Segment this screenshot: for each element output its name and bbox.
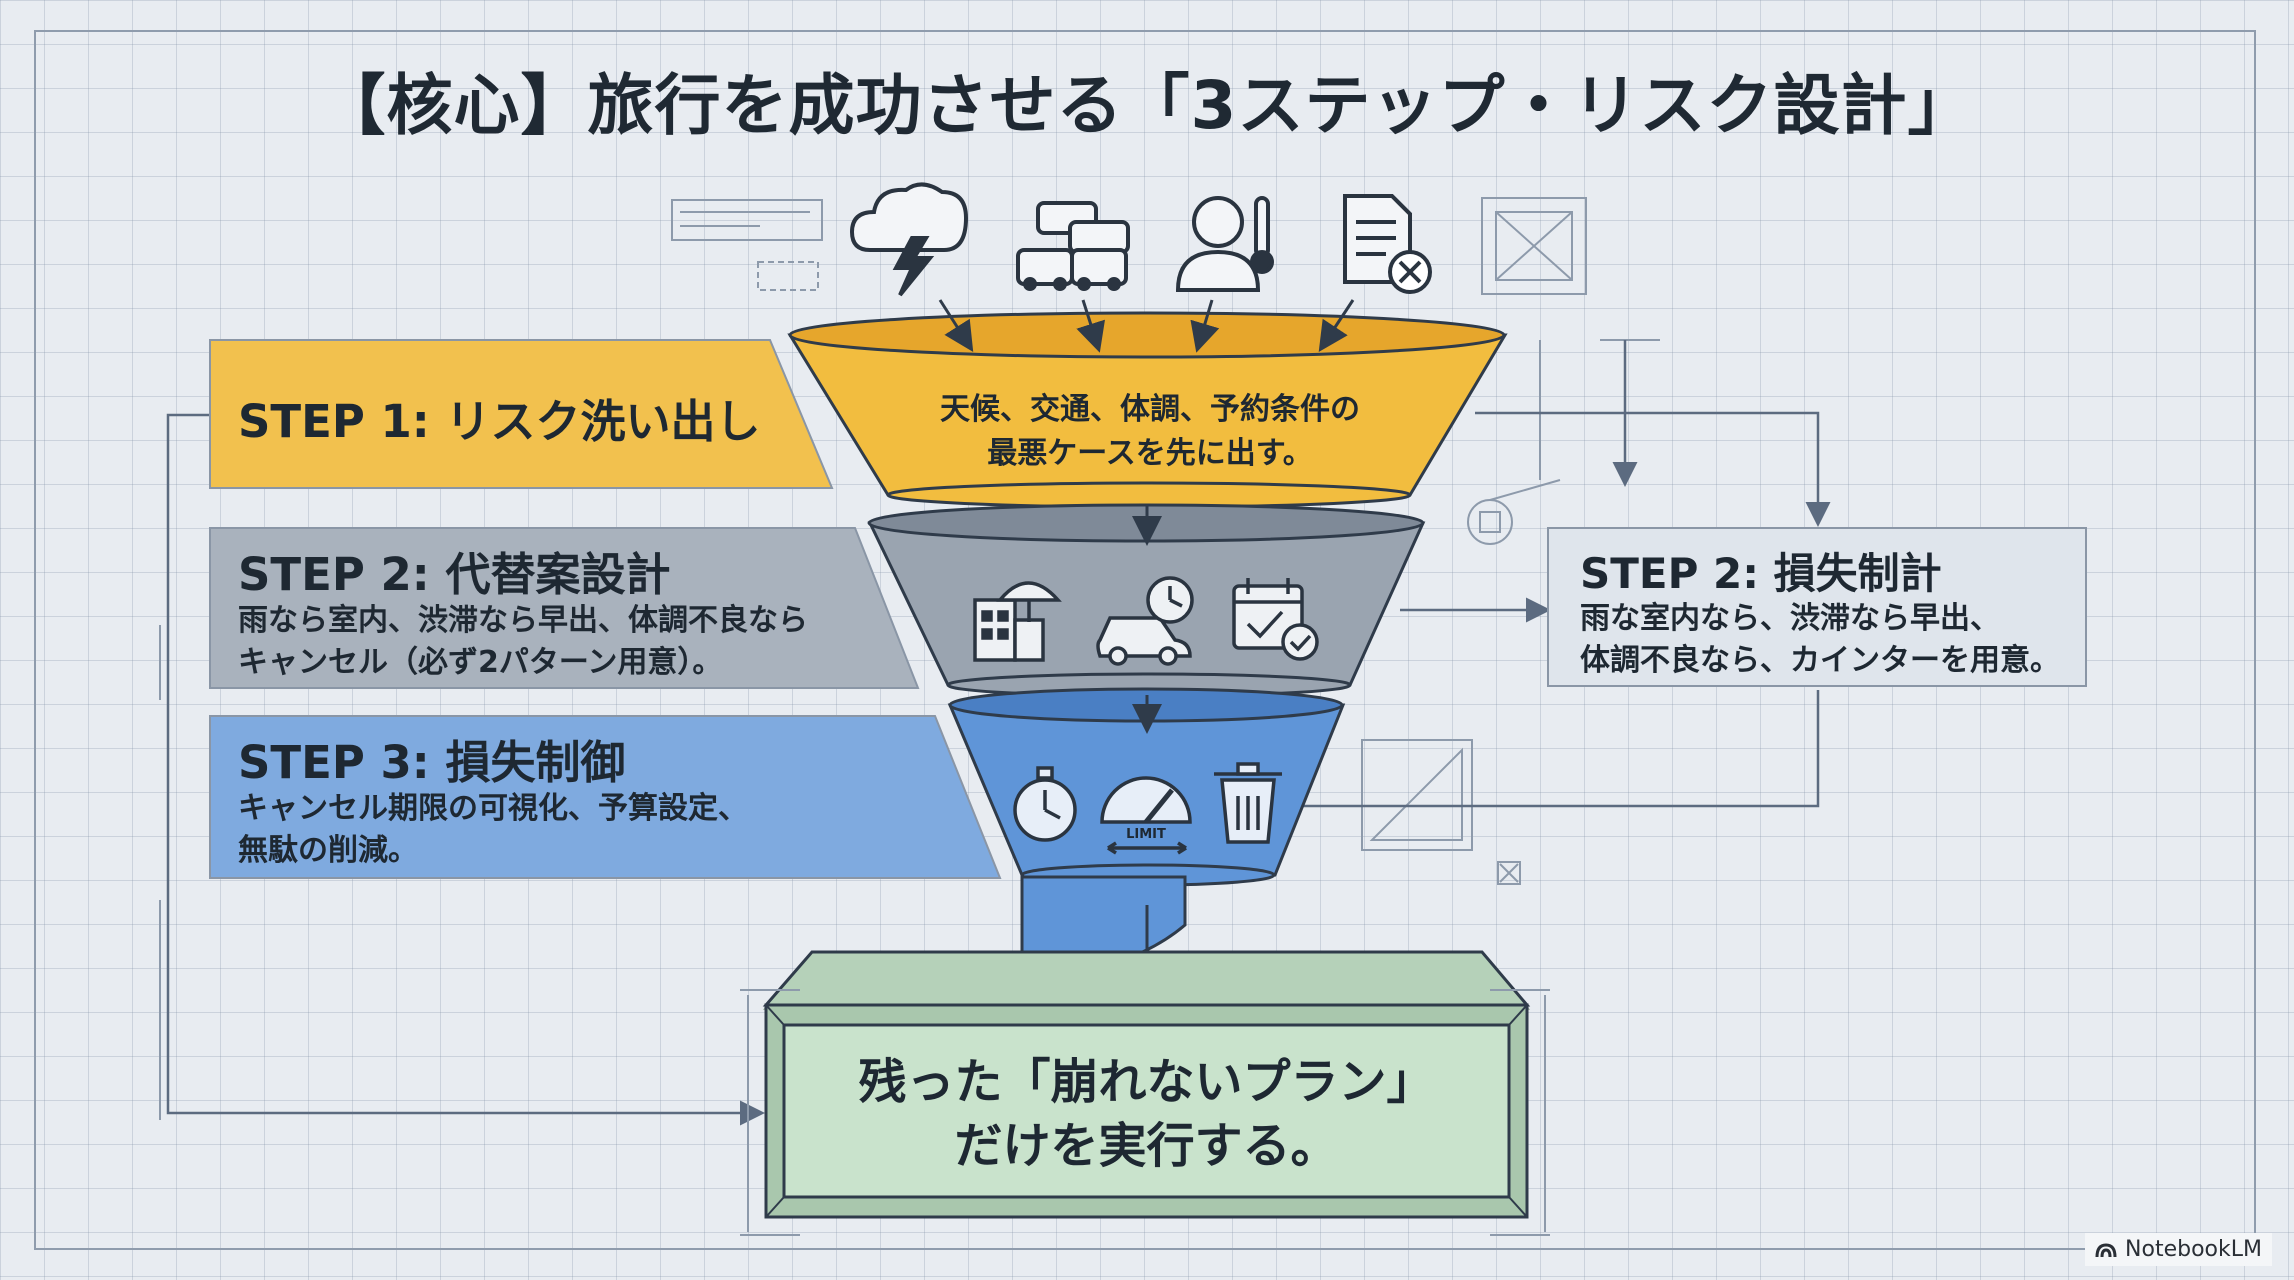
side-note-body: 雨な室内なら、渋滞なら早出、 体調不良なら、カインターを用意。	[1580, 598, 2060, 682]
stopwatch-icon	[1013, 766, 1077, 842]
speed-gauge-icon	[1100, 776, 1192, 855]
step2-title: STEP 2: 代替案設計	[238, 548, 671, 601]
side-note-line: 雨な室内なら、渋滞なら早出、	[1580, 601, 2000, 636]
step3-body-line: キャンセル期限の可視化、予算設定、	[238, 791, 748, 826]
step3-banner	[209, 715, 1002, 879]
step2-body: 雨なら室内、渋滞なら早出、体調不良なら キャンセル（必ず2パターン用意）。	[238, 600, 808, 684]
storm-cloud-icon	[849, 182, 969, 297]
funnel-top-line: 天候、交通、体調、予約条件の	[940, 392, 1360, 427]
step1-banner	[209, 339, 834, 489]
gauge-limit-label: LIMIT	[1126, 827, 1166, 842]
notebooklm-badge[interactable]: NotebookLM	[2085, 1233, 2272, 1266]
calendar-check-icon	[1232, 578, 1319, 661]
page-title: 【核心】旅行を成功させる「3ステップ・リスク設計」	[319, 67, 1975, 144]
outer-frame	[34, 30, 2256, 1250]
step2-body-line: 雨なら室内、渋滞なら早出、体調不良なら	[238, 603, 808, 638]
result-line: だけを実行する。	[954, 1118, 1339, 1174]
connector-lines	[166, 340, 1831, 1126]
side-note-line: 体調不良なら、カインターを用意。	[1580, 643, 2060, 678]
step2-banner	[209, 527, 920, 689]
car-clock-icon	[1096, 576, 1194, 666]
blueprint-decor	[159, 197, 1660, 1120]
notebooklm-logo-icon	[2095, 1242, 2117, 1257]
brand-label: NotebookLM	[2125, 1237, 2262, 1262]
sick-person-thermometer-icon	[1175, 196, 1274, 292]
funnel-top-text: 天候、交通、体調、予約条件の 最悪ケースを先に出す。	[880, 388, 1420, 476]
result-dimension-marks	[740, 989, 1550, 1236]
result-line: 残った「崩れないプラン」	[858, 1054, 1435, 1110]
step3-body: キャンセル期限の可視化、予算設定、 無駄の削減。	[238, 788, 748, 872]
traffic-cars-icon	[1016, 201, 1130, 291]
building-umbrella-icon	[973, 581, 1062, 662]
result-text: 残った「崩れないプラン」 だけを実行する。	[784, 1050, 1509, 1178]
funnel-top-line: 最悪ケースを先に出す。	[987, 436, 1313, 471]
step3-body-line: 無駄の削減。	[238, 833, 418, 868]
cancelled-document-icon	[1343, 194, 1432, 294]
step-banners	[209, 339, 1002, 879]
trash-bin-icon	[1214, 762, 1282, 844]
side-note-box	[1547, 527, 2087, 687]
step3-title: STEP 3: 損失制御	[238, 736, 626, 789]
step1-title: STEP 1: リスク洗い出し	[238, 395, 761, 448]
result-box	[762, 950, 1531, 1219]
step2-body-line: キャンセル（必ず2パターン用意）。	[238, 645, 723, 680]
side-note-title: STEP 2: 損失制計	[1580, 549, 1942, 598]
